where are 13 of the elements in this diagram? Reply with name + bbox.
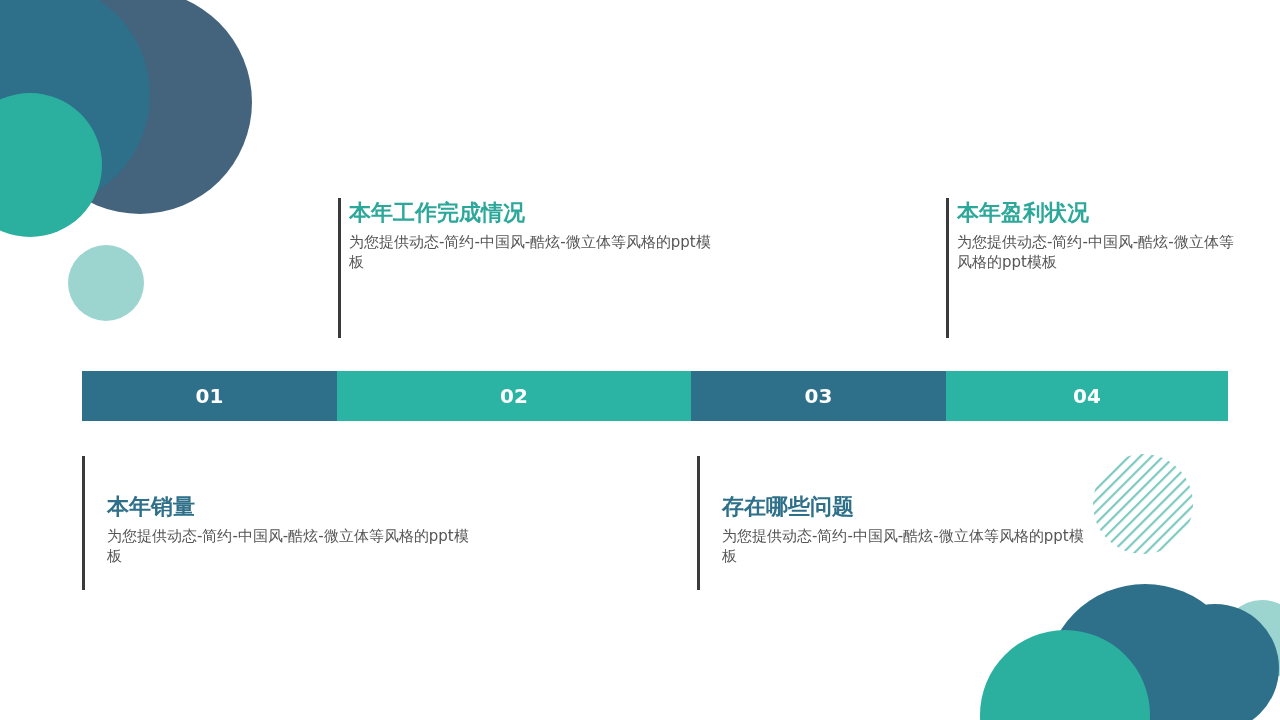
entry-description: 为您提供动态-简约-中国风-酷炫-微立体等风格的ppt模板 [957,232,1235,272]
entry-description: 为您提供动态-简约-中国风-酷炫-微立体等风格的ppt模板 [107,526,470,566]
entry-heading: 本年销量 [107,493,196,521]
timeline-segment: 02 [337,371,691,421]
entry-heading: 存在哪些问题 [722,493,855,521]
entry-description: 为您提供动态-简约-中国风-酷炫-微立体等风格的ppt模板 [722,526,1085,566]
entry-heading: 本年工作完成情况 [349,199,526,227]
timeline-segment: 03 [691,371,946,421]
timeline-entry [946,198,1236,338]
timeline-segment: 01 [82,371,337,421]
entry-description: 为您提供动态-简约-中国风-酷炫-微立体等风格的ppt模板 [349,232,712,272]
entry-heading: 本年盈利状况 [957,199,1090,227]
timeline-segment: 04 [946,371,1228,421]
